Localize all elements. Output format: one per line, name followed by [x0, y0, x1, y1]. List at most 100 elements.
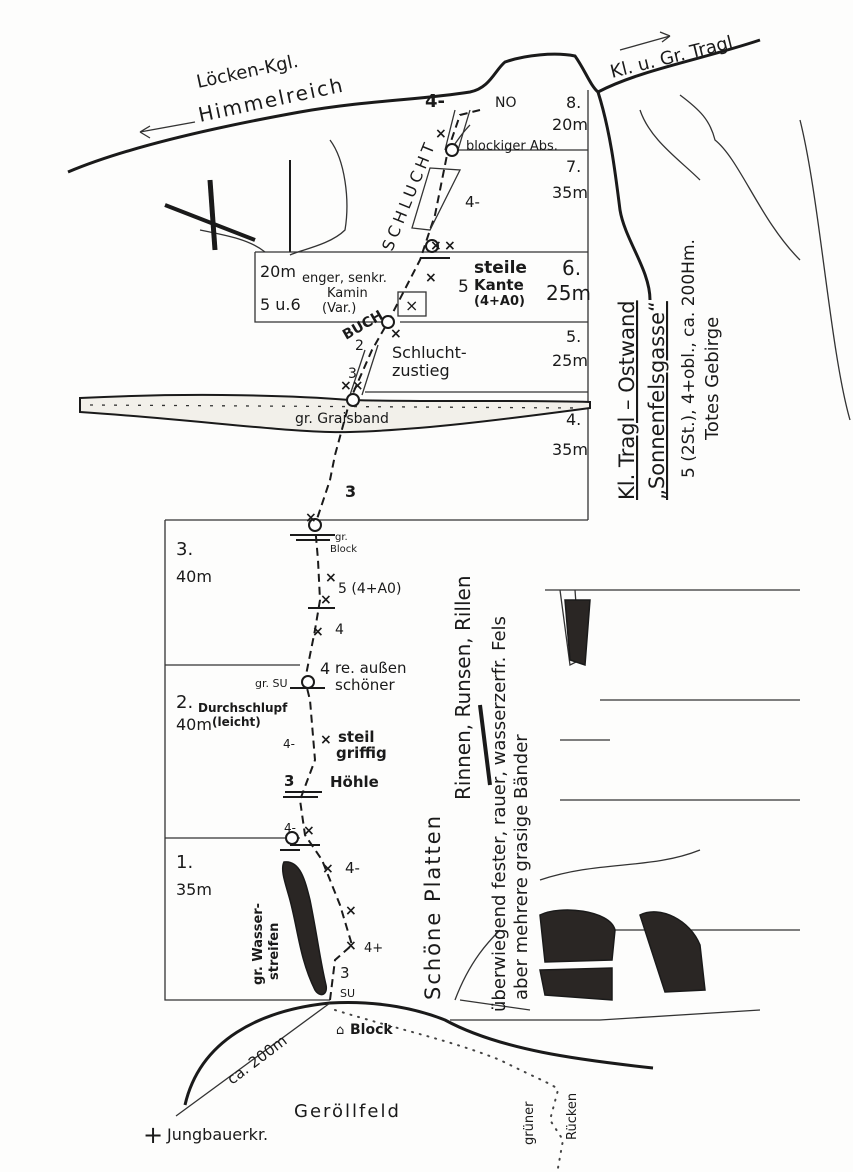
pitch-6-length: 25m — [546, 281, 591, 305]
pitch-grid — [164, 90, 589, 1001]
wall-descriptions: Schöne Platten Rinnen, Runsen, Rillen üb… — [421, 575, 532, 1012]
route-line: × ××× ×××× ××× ××× ××× — [280, 109, 481, 1001]
cross-icon: + — [143, 1121, 163, 1149]
svg-text:×: × — [325, 570, 337, 586]
grooves-label: Rinnen, Runsen, Rillen — [451, 575, 475, 800]
pitch-5-grade-3: 3 — [348, 366, 357, 382]
rock-description-2: aber mehrere grasige Bänder — [511, 734, 532, 1000]
green-ridge-2: Rücken — [565, 1093, 580, 1140]
easy-label: (leicht) — [212, 715, 261, 729]
pitch-8-number: 8. — [566, 93, 581, 112]
belay-station-icon — [381, 315, 395, 329]
steep-edge-1: steile — [474, 258, 527, 278]
svg-text:×: × — [444, 238, 456, 254]
exit-direction: NO — [495, 95, 517, 111]
pitch-3-grade-3: 4 — [320, 659, 330, 678]
right-outside-1: re. außen — [335, 659, 406, 677]
svg-text:×: × — [303, 823, 315, 839]
belay-station-icon — [308, 518, 322, 532]
cave-label: Höhle — [330, 773, 379, 791]
pitch-3-number: 3. — [176, 539, 193, 560]
grassband-label: gr. Graisband — [295, 411, 389, 427]
pitch-1-top-grade: 4- — [284, 821, 296, 835]
block-icon: ⌂ — [336, 1023, 344, 1038]
svg-text:××: ×× — [340, 378, 363, 394]
pitch-1-grade-3: 3 — [340, 964, 350, 982]
belay-station-icon — [346, 393, 360, 407]
pitch-1-grade: 4- — [345, 859, 360, 877]
belay-station-icon — [445, 143, 459, 157]
scree-label: Geröllfeld — [294, 1101, 401, 1122]
title-route-name: „Sonnenfelsgasse“ — [645, 301, 669, 500]
pitch-1-length: 35m — [176, 880, 212, 899]
pitch-5-grade-2: 2 — [355, 338, 364, 354]
cross-label: Jungbauerkr. — [166, 1125, 268, 1144]
pitch-4-length: 35m — [552, 440, 588, 459]
pitch-2-length: 40m — [176, 715, 212, 734]
svg-text:×: × — [345, 938, 357, 954]
pitch-3-grade: 5 (4+A0) — [338, 581, 401, 597]
pitch-5-length: 25m — [552, 351, 588, 370]
pitch-labels: 8. 20m 7. 35m 6. 25m 5. 25m 4. 35m 3. 40… — [176, 93, 591, 899]
gully-label: SCHLUCHT — [378, 137, 440, 254]
svg-text:×: × — [430, 238, 442, 254]
approach-distance: ca. 200m — [224, 1032, 291, 1089]
arrow-right-icon — [619, 31, 671, 51]
exit-grade: 4- — [425, 91, 445, 112]
variant-grade: 5 u.6 — [260, 295, 301, 314]
slabs-label: Schöne Platten — [421, 814, 445, 1000]
belay-station-icon — [301, 675, 315, 689]
pitch-3-grade-2: 4 — [335, 622, 344, 638]
pitch-2-grade-2: 3 — [284, 772, 294, 790]
grippy-label: griffig — [336, 744, 387, 762]
right-peak-label: Kl. u. Gr. Tragl — [608, 32, 735, 83]
rock-description-1: überwiegend fester, rauer, wasserzerfr. … — [489, 616, 510, 1012]
svg-text:×: × — [345, 903, 357, 919]
svg-text:×: × — [320, 592, 332, 608]
svg-text:×: × — [322, 861, 334, 877]
pitch-4-grade: 3 — [345, 482, 356, 501]
pitch-6-grade: 5 — [458, 277, 469, 297]
route-title: Kl. Tragl – Ostwand „Sonnenfelsgasse“ 5 … — [615, 239, 723, 500]
rock-features — [450, 589, 800, 1021]
pitch-6-number: 6. — [562, 256, 581, 280]
variant-desc2: Kamin — [327, 286, 368, 301]
right-outside-2: schöner — [335, 676, 395, 694]
variant-desc1: enger, senkr. — [302, 271, 387, 286]
pitch-5-number: 5. — [566, 327, 581, 346]
bolt-x-icon: × — [405, 296, 418, 315]
gully-access-2: zustieg — [392, 361, 450, 380]
arrow-left-icon — [139, 121, 196, 139]
approach-block-label: Block — [350, 1022, 393, 1038]
approach-area: ca. 200m ⌂ Block Geröllfeld + Jungbauerk… — [143, 1000, 654, 1169]
svg-text:×: × — [305, 510, 317, 526]
water-streak-2: streifen — [267, 923, 282, 980]
svg-text:×: × — [435, 126, 447, 142]
squeeze-label: Durchschlupf — [198, 701, 288, 715]
variant-desc3: (Var.) — [322, 301, 356, 316]
water-streak: gr. Wasser- streifen — [251, 861, 328, 996]
pitch-1-number: 1. — [176, 852, 193, 873]
title-grade-info: 5 (2St.), 4+obl., ca. 200Hm. — [679, 239, 699, 478]
pitch-2-grade: 4- — [283, 737, 295, 751]
water-streak-1: gr. Wasser- — [251, 903, 266, 985]
pitch-1-grade-2: 4+ — [364, 941, 383, 956]
start-label: SU — [340, 987, 355, 1000]
ridge-lines — [67, 38, 851, 421]
steep-label: steil — [338, 728, 375, 746]
title-wall: Kl. Tragl – Ostwand — [615, 300, 639, 500]
variant-length: 20m — [260, 262, 296, 281]
svg-text:×: × — [320, 732, 332, 748]
pitch-7-number: 7. — [566, 157, 581, 176]
grass-band: gr. Graisband — [79, 393, 591, 434]
belay-station-icon — [285, 831, 299, 845]
svg-text:×: × — [312, 624, 324, 640]
pitch-7-length: 35m — [552, 183, 588, 202]
pitch-7-grade: 4- — [465, 193, 480, 211]
pitch-4-number: 4. — [566, 410, 581, 429]
block-label: Block — [330, 544, 357, 555]
block-gr: gr. — [335, 532, 348, 543]
belay-station-icon — [425, 239, 439, 253]
